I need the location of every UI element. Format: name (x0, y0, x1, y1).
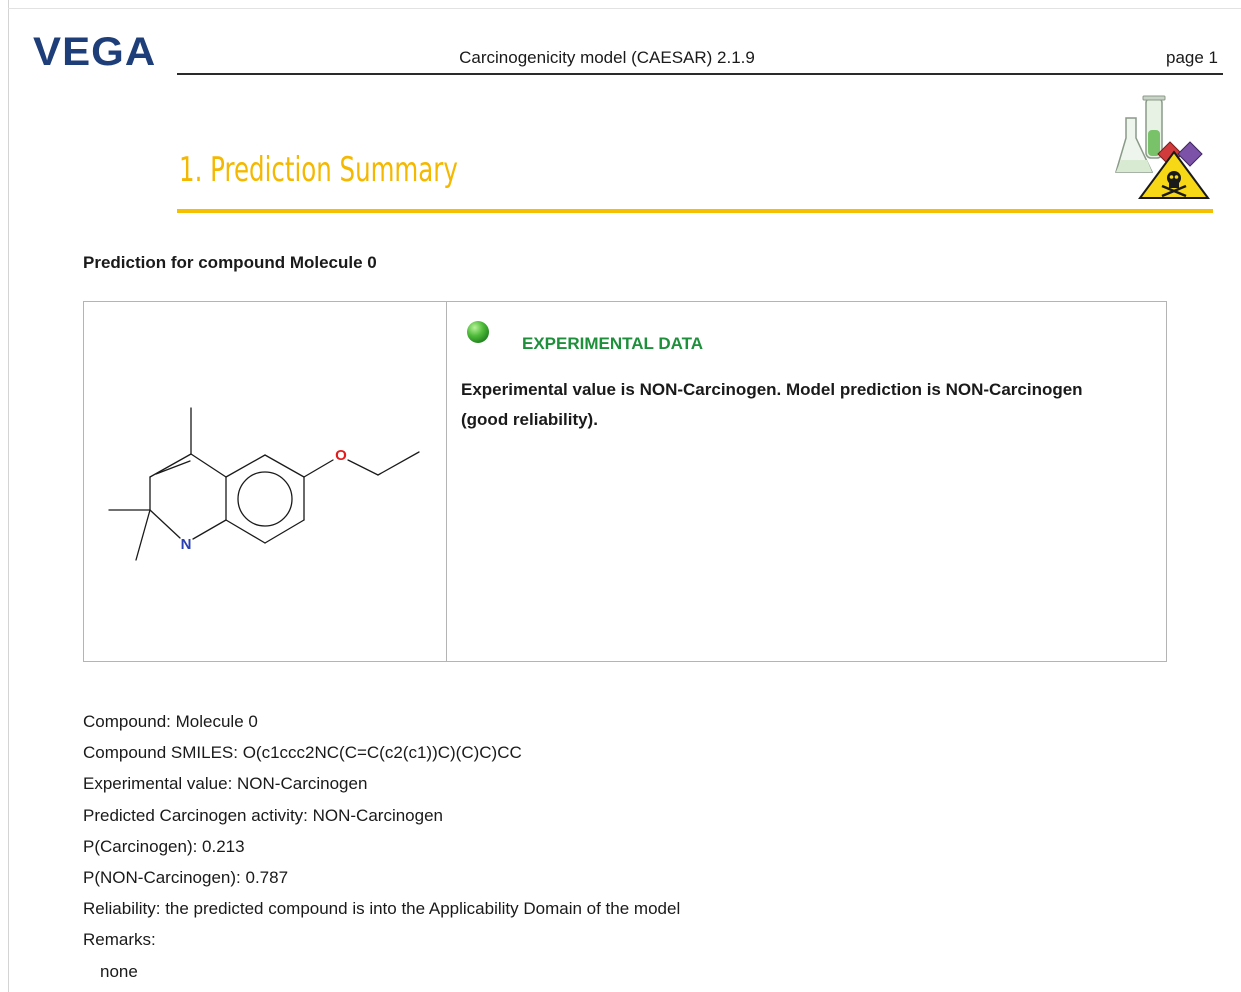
report-title: Carcinogenicity model (CAESAR) 2.1.9 (459, 48, 755, 67)
detail-compound: Compound: Molecule 0 (83, 712, 258, 731)
status-label: EXPERIMENTAL DATA (522, 334, 704, 353)
page-number: page 1 (1166, 48, 1218, 67)
detail-reliability: Reliability: the predicted compound is i… (83, 899, 681, 919)
molecule-structure: O N (108, 407, 420, 561)
detail-experimental-value: Experimental value: NON-Carcinogen (83, 774, 368, 794)
hazard-flask-icon (1114, 95, 1210, 199)
status-indicator-icon (467, 321, 489, 343)
section-title: 1. Prediction Summary (179, 150, 458, 190)
header-divider (177, 73, 1223, 75)
detail-predicted-activity: Predicted Carcinogen activity: NON-Carci… (83, 805, 443, 825)
page-left-border (8, 0, 9, 992)
nitrogen-atom-label: N (181, 536, 192, 553)
vega-logo: VEGA (33, 30, 157, 74)
page-top-border (8, 8, 1241, 9)
detail-remarks-label: Remarks: (83, 930, 156, 950)
compound-details: Compound: Molecule 0 Compound SMILES: O(… (83, 706, 680, 987)
molecule-panel: O N (84, 302, 447, 661)
prediction-heading: Prediction for compound Molecule 0 (83, 253, 377, 272)
detail-smiles: Compound SMILES: O(c1ccc2NC(C=C(c2(c1))C… (83, 743, 522, 763)
detail-p-carcinogen: P(Carcinogen): 0.213 (83, 836, 245, 856)
detail-p-non-carcinogen: P(NON-Carcinogen): 0.787 (83, 868, 289, 888)
section-divider (177, 209, 1213, 213)
oxygen-atom-label: O (335, 447, 347, 464)
detail-remarks-value: none (100, 961, 138, 981)
prediction-result-box: O N EXPERIMENTAL DATA Experimental value… (83, 301, 1167, 662)
status-description: Experimental value is NON-Carcinogen. Mo… (461, 380, 1083, 429)
